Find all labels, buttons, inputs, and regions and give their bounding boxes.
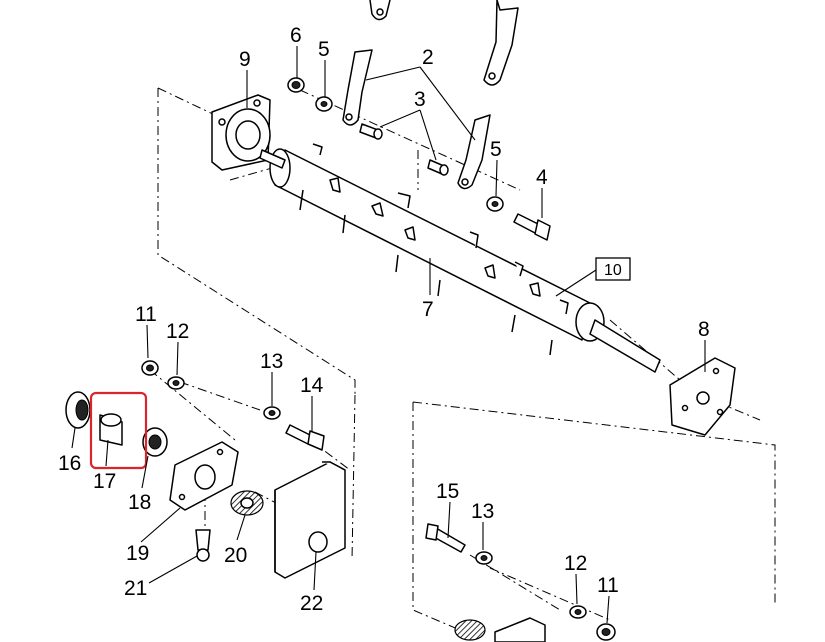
- callout-16: 16: [58, 452, 81, 475]
- highlight-box: [89, 391, 148, 470]
- callout-13-right: 13: [471, 500, 494, 523]
- callout-14: 14: [300, 374, 324, 397]
- callout-9: 9: [239, 48, 251, 71]
- callout-5-upper: 5: [318, 38, 330, 61]
- bolt-15: [425, 523, 466, 553]
- callout-15: 15: [436, 480, 459, 503]
- leader-lines: [71, 46, 706, 624]
- callout-21: 21: [124, 577, 147, 600]
- callout-10: 10: [604, 262, 622, 279]
- end-plate-8: [669, 357, 736, 436]
- grease-fitting-21: [195, 529, 211, 562]
- top-link-left: [369, 0, 391, 21]
- arm-2-left: [342, 49, 373, 126]
- callout-13-left: 13: [260, 350, 283, 373]
- washer-12-left: [167, 376, 185, 390]
- nut-11-right: [596, 623, 616, 641]
- callout-11-left: 11: [135, 303, 157, 326]
- callout-12-left: 12: [166, 320, 189, 343]
- washer-20: [230, 490, 264, 516]
- arm-2-right: [457, 114, 491, 190]
- bushing-17: [99, 413, 123, 446]
- callout-4: 4: [536, 166, 548, 189]
- callout-3: 3: [414, 88, 426, 111]
- nut-6: [287, 77, 305, 93]
- callout-2: 2: [422, 46, 434, 69]
- washer-12-right: [569, 605, 587, 619]
- top-link-right: [483, 0, 519, 86]
- bracket-22: [274, 461, 346, 579]
- callout-5-lower: 5: [490, 138, 502, 161]
- callout-labels: 2 3 4 5 5 6 7 8 9 10 11 11 12 12 13 13 1…: [58, 24, 710, 615]
- nut-11-left: [141, 360, 159, 376]
- bolt-4: [513, 213, 551, 241]
- pin-3-lower: [427, 159, 449, 176]
- ring-18: [142, 427, 168, 457]
- callout-8: 8: [698, 318, 710, 341]
- washer-5-upper: [315, 96, 333, 112]
- bolt-14: [285, 424, 325, 451]
- pin-3-upper: [359, 123, 383, 140]
- shaft-assembly-7: [259, 143, 661, 373]
- callout-18: 18: [128, 491, 151, 514]
- callout-17: 17: [93, 470, 116, 493]
- washer-5-lower: [486, 196, 504, 212]
- washer-20-right: [454, 619, 486, 641]
- callout-19: 19: [126, 542, 149, 565]
- part-10-reference-box: [595, 257, 631, 281]
- bearing-16: [65, 391, 91, 429]
- shaft-fingers: [299, 143, 569, 356]
- callout-12-right: 12: [564, 552, 587, 575]
- washer-13-left: [263, 406, 281, 420]
- callout-11-right: 11: [597, 574, 619, 597]
- callout-7: 7: [422, 298, 434, 321]
- bearing-flange-9: [211, 94, 271, 171]
- callout-20: 20: [224, 544, 247, 567]
- bracket-right-partial: [494, 617, 546, 642]
- flange-19: [169, 441, 239, 511]
- washer-13-right: [475, 551, 493, 565]
- callout-22: 22: [300, 592, 323, 615]
- callout-6: 6: [290, 24, 302, 47]
